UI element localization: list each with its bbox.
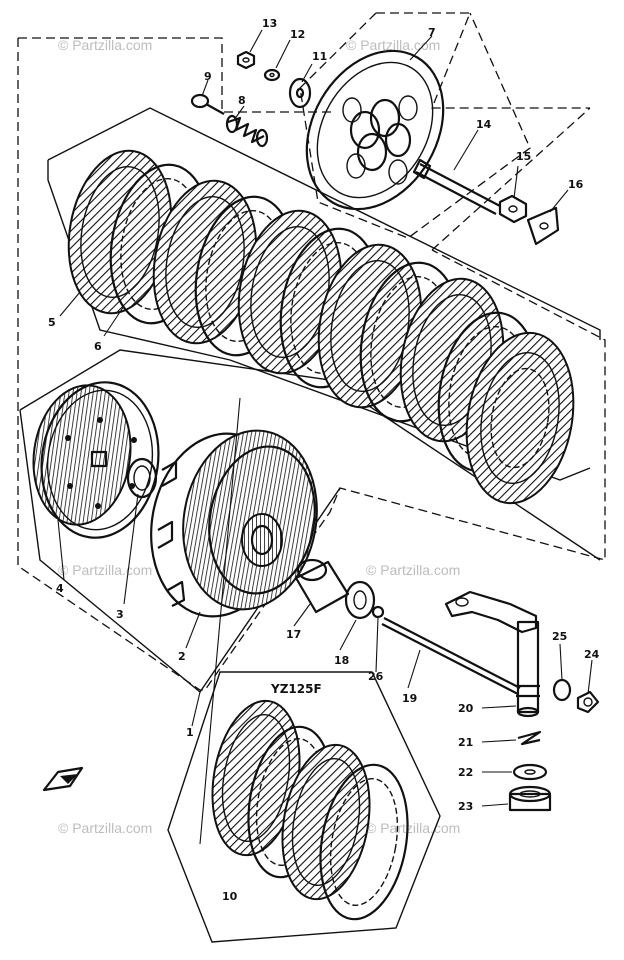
yz125f-plate-stack: [211, 699, 409, 921]
washer-12: [263, 68, 281, 82]
primary-driven-gear: [32, 381, 160, 539]
callout-21: 21: [458, 736, 473, 749]
callout-3: 3: [116, 608, 124, 621]
callout-20: 20: [458, 702, 474, 715]
callout-1: 1: [186, 726, 194, 739]
callout-14: 14: [476, 118, 492, 131]
watermark: © Partzilla.com: [346, 37, 440, 53]
watermark: © Partzilla.com: [366, 562, 460, 578]
push-lever-shaft: [444, 590, 540, 718]
yz125f-inset-outline: [167, 671, 441, 943]
callout-6: 6: [94, 340, 102, 353]
clutch-spring: [225, 114, 269, 148]
callout-18: 18: [334, 654, 349, 667]
watermark: © Partzilla.com: [58, 820, 152, 836]
clutch-screw: [190, 93, 225, 115]
watermark: © Partzilla.com: [58, 562, 152, 578]
friction-plate-stack: [67, 149, 575, 505]
callout-15: 15: [516, 150, 531, 163]
callout-7: 7: [428, 26, 436, 39]
callout-17: 17: [286, 628, 301, 641]
thrust-washer: [126, 457, 158, 499]
callout-8: 8: [238, 94, 246, 107]
lock-washer-16: [526, 206, 560, 246]
model-label: YZ125F: [270, 682, 322, 696]
callout-9: 9: [204, 70, 212, 83]
leader-lines: [57, 29, 593, 845]
callout-16: 16: [568, 178, 584, 191]
callout-19: 19: [402, 692, 417, 705]
callout-22: 22: [458, 766, 473, 779]
lever-spring-21: [517, 730, 542, 746]
steel-ball: [371, 605, 385, 619]
callout-26: 26: [368, 670, 384, 683]
bolt-24: [576, 690, 600, 714]
push-rod-19: [381, 617, 521, 695]
nut-13: [236, 50, 256, 70]
callout-2: 2: [178, 650, 186, 663]
push-rod-14: [412, 158, 501, 215]
callout-11: 11: [312, 50, 327, 63]
callout-13: 13: [262, 17, 277, 30]
clutch-boss-sleeve: [294, 558, 350, 614]
pressure-plate-outline-dashed: [299, 12, 531, 239]
pressure-plate: [305, 49, 445, 211]
washer-22: [512, 763, 548, 781]
watermark: © Partzilla.com: [58, 37, 152, 53]
callout-5: 5: [48, 316, 56, 329]
front-arrow-icon: [42, 766, 84, 792]
callout-25: 25: [552, 630, 567, 643]
callout-23: 23: [458, 800, 473, 813]
oil-seal-23: [508, 785, 552, 812]
nut-15: [498, 194, 528, 224]
washer-11: [288, 77, 312, 109]
callout-12: 12: [290, 28, 305, 41]
watermark: © Partzilla.com: [366, 820, 460, 836]
washer-18: [344, 580, 376, 620]
callout-4: 4: [56, 582, 64, 595]
assembly-outline-dashed: [17, 12, 606, 691]
clutch-housing: [150, 429, 318, 618]
plate-stack-outline: [47, 107, 601, 481]
callout-10: 10: [222, 890, 238, 903]
callout-24: 24: [584, 648, 600, 661]
washer-25: [552, 678, 572, 702]
